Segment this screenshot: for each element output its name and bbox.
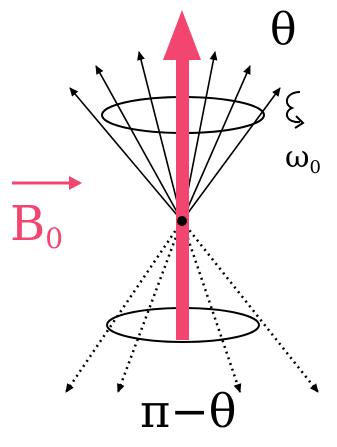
upper-cone — [69, 51, 281, 222]
pi-minus-theta-label: π−θ — [140, 384, 237, 438]
omega-label: ω0 — [285, 140, 321, 177]
spin-vector-up — [95, 65, 183, 222]
field-axis-arrowhead — [163, 10, 201, 60]
spin-vector-down — [64, 220, 184, 393]
spin-vector-down — [180, 220, 242, 393]
lower-cone — [64, 220, 319, 393]
rotation-arrow-icon-head — [294, 115, 305, 129]
theta-label: θ — [270, 4, 297, 55]
cone-apex — [177, 216, 187, 226]
spin-vector-up — [69, 87, 183, 222]
spin-vector-up — [181, 65, 251, 222]
omega-subscript: 0 — [309, 157, 321, 178]
spin-vector-down — [116, 220, 184, 393]
spin-vector-up — [181, 87, 281, 222]
b-field-subscript: 0 — [45, 222, 64, 255]
spin-vector-up — [137, 51, 183, 222]
spin-vector-down — [181, 220, 319, 393]
b-field-main: B — [10, 196, 46, 252]
omega-main: ω — [285, 140, 310, 175]
b-field-label: B0 — [10, 200, 63, 253]
rotation-arrow-icon — [285, 91, 301, 124]
field-axis-arrow — [176, 55, 189, 340]
